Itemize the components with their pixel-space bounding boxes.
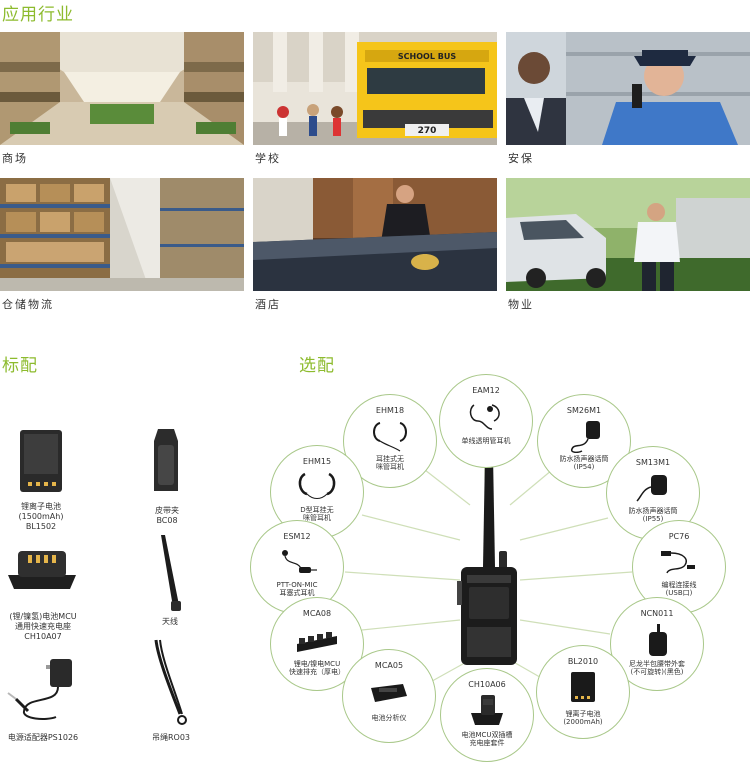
option-eam12: EAM12 单线透明管耳机 xyxy=(439,374,533,468)
option-desc: 锂电/镍电MCU 快速排充（厚电） xyxy=(289,660,345,676)
ear-hook-icon xyxy=(373,422,407,452)
belt-clip-caption: 皮带夹 BC08 xyxy=(155,506,179,525)
option-desc: 电池MCU双插槽 充电座套件 xyxy=(461,731,513,747)
option-code: BL2010 xyxy=(567,657,599,666)
power-adapter-icon xyxy=(6,655,76,729)
option-code: MCA08 xyxy=(302,609,332,618)
option-desc: 耳挂式无 咪管耳机 xyxy=(376,455,404,471)
earbud-ptt-icon xyxy=(282,550,317,573)
warehouse-photo xyxy=(0,178,244,291)
battery-analyzer-icon xyxy=(371,684,407,702)
antenna-icon xyxy=(155,533,185,617)
option-code: ESM12 xyxy=(283,532,311,541)
option-code: SM13M1 xyxy=(635,458,671,467)
speaker-mic-compact-icon xyxy=(636,475,667,502)
option-desc: 防水扬声器话筒 (IP54) xyxy=(559,455,609,471)
earpiece-icon xyxy=(469,404,500,430)
option-desc: 尼龙半包腰带外套 (不可旋转)(黑色) xyxy=(629,660,685,676)
option-code: NCN011 xyxy=(640,609,674,618)
option-ch10a06: CH10A06 电池MCU双插槽 充电座套件 xyxy=(440,668,534,762)
battery-bl1502-caption: 锂离子电池 (1500mAh) BL1502 xyxy=(18,502,64,531)
speaker-mic-icon xyxy=(570,421,600,453)
security-photo xyxy=(506,32,750,145)
multi-charger-icon xyxy=(297,632,337,652)
hotel-photo xyxy=(253,178,497,291)
warehouse-label: 仓储物流 xyxy=(2,298,54,311)
power-adapter-caption: 电源适配器PS1026 xyxy=(7,733,79,742)
usb-cable-icon xyxy=(661,551,695,574)
charger-ch10a07-caption: (锂/镍氢)电池MCU 通用快速充电座 CH10A07 xyxy=(9,612,77,641)
option-desc: 编程连接线 (USB口) xyxy=(661,581,697,597)
battery-bl2010-icon xyxy=(571,672,595,702)
d-earhook-icon xyxy=(298,472,336,499)
option-desc: PTT-ON-MIC 耳塞式耳机 xyxy=(276,581,318,597)
option-desc: 锂离子电池 (2000mAh) xyxy=(563,710,603,726)
property-label: 物业 xyxy=(508,298,534,311)
option-code: EHM18 xyxy=(375,406,405,415)
antenna-caption: 天线 xyxy=(162,617,178,626)
option-code: SM26M1 xyxy=(566,406,602,415)
mall-label: 商场 xyxy=(2,152,28,165)
property-photo xyxy=(506,178,750,291)
school-photo: SCHOOL BUS 270 xyxy=(253,32,497,145)
option-code: EHM15 xyxy=(302,457,332,466)
belt-clip-icon xyxy=(148,427,184,499)
option-desc: 防水扬声器话筒 (IP55) xyxy=(628,507,678,523)
option-desc: 电池分析仪 xyxy=(371,714,407,722)
option-code: EAM12 xyxy=(472,386,500,395)
option-desc: D型耳挂无 咪管耳机 xyxy=(300,506,334,522)
bus-sign-text: SCHOOL BUS xyxy=(398,52,456,61)
charger-ch10a07-icon xyxy=(4,545,80,597)
standard-title: 标配 xyxy=(2,356,38,376)
dual-charger-icon xyxy=(471,695,503,725)
radio-icon xyxy=(455,455,525,669)
option-code: PC76 xyxy=(668,532,690,541)
school-label: 学校 xyxy=(255,152,281,165)
option-desc: 单线透明管耳机 xyxy=(461,437,511,445)
battery-bl1502-icon xyxy=(18,428,64,498)
hotel-label: 酒店 xyxy=(255,298,281,311)
option-code: CH10A06 xyxy=(468,680,506,689)
security-label: 安保 xyxy=(508,152,534,165)
option-bl2010: BL2010 锂离子电池 (2000mAh) xyxy=(536,645,630,739)
lanyard-caption: 吊绳RO03 xyxy=(151,733,191,742)
mall-photo xyxy=(0,32,244,145)
bus-number-text: 270 xyxy=(418,126,437,136)
option-code: MCA05 xyxy=(374,661,404,670)
lanyard-icon xyxy=(152,638,188,732)
holster-icon xyxy=(649,624,667,656)
option-mca05: MCA05 电池分析仪 xyxy=(342,649,436,743)
industry-title: 应用行业 xyxy=(2,5,74,25)
optional-title: 选配 xyxy=(299,356,335,376)
